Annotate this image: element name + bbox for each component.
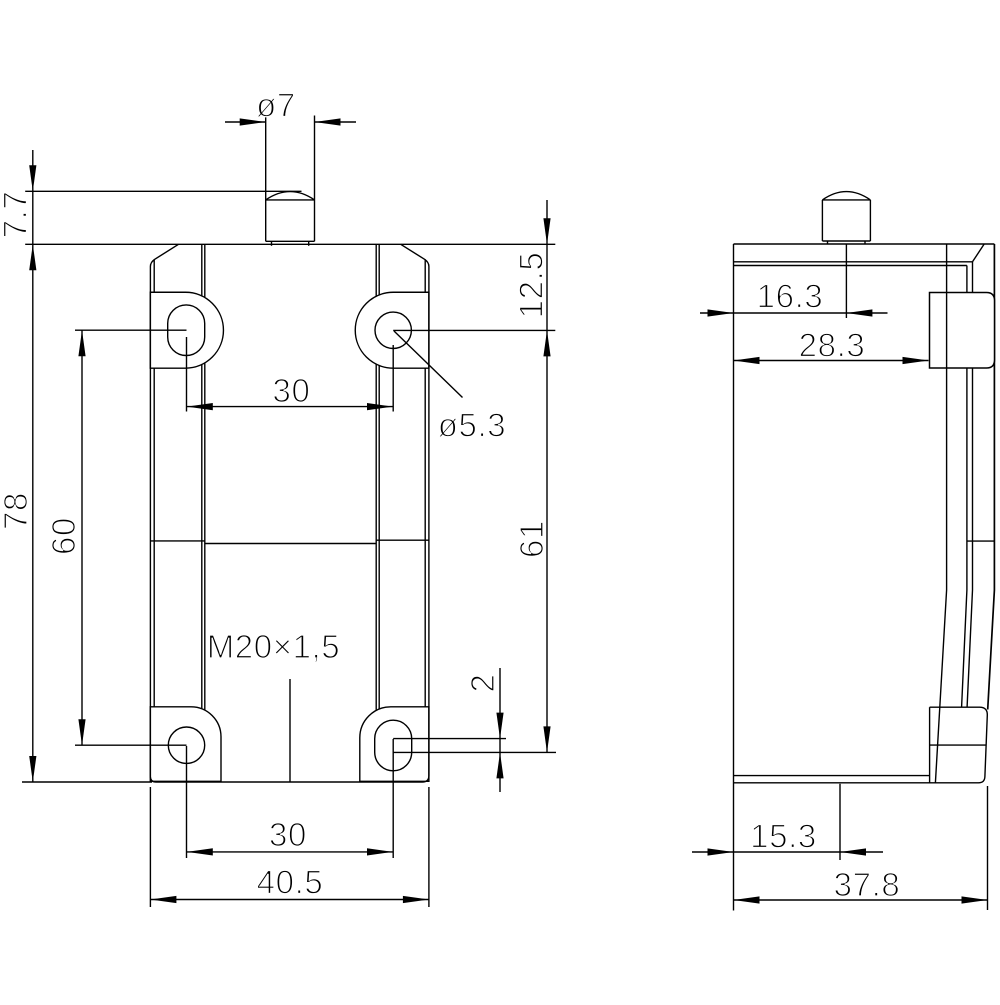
svg-text:7.7: 7.7 — [0, 191, 33, 239]
svg-text:78: 78 — [0, 492, 34, 530]
svg-text:ø7: ø7 — [256, 86, 296, 123]
svg-text:40.5: 40.5 — [257, 864, 324, 901]
svg-text:12.5: 12.5 — [512, 252, 549, 319]
svg-text:2: 2 — [464, 674, 501, 693]
svg-text:M20×1,5: M20×1,5 — [207, 628, 341, 665]
svg-text:ø5.3: ø5.3 — [438, 406, 506, 443]
svg-text:30: 30 — [273, 372, 311, 409]
svg-text:15.3: 15.3 — [750, 817, 817, 854]
svg-text:16.3: 16.3 — [757, 277, 824, 314]
svg-text:60: 60 — [45, 517, 82, 555]
svg-text:37.8: 37.8 — [834, 866, 901, 903]
svg-text:61: 61 — [513, 520, 550, 558]
svg-text:30: 30 — [269, 816, 307, 853]
svg-text:28.3: 28.3 — [799, 326, 866, 363]
